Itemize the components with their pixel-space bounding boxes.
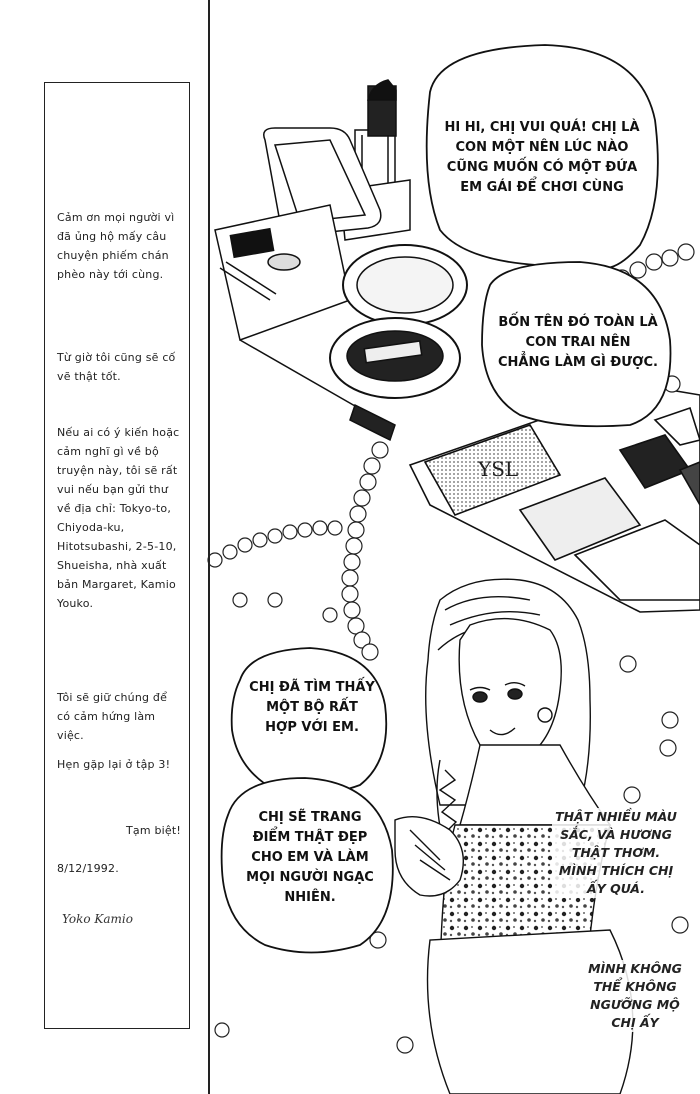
ysl-palette-icon: YSL xyxy=(408,384,700,613)
speech-bubble-top xyxy=(425,44,659,295)
note-paragraph-address: Nếu ai có ý kiến hoặc cảm nghĩ gì về bộ … xyxy=(57,426,180,610)
narration-first: THẬT NHIỀU MÀU SẮC, VÀ HƯƠNG THẬT THƠM. … xyxy=(552,808,680,898)
speech-bubble-left-upper xyxy=(230,647,388,795)
mascara-icon xyxy=(239,339,396,442)
bubble-text-top: HI HI, CHỊ VUI QUÁ! CHỊ LÀ CON MỘT NÊN L… xyxy=(444,120,640,195)
author-note-box: Cảm ơn mọi người vì đã ủng hộ mấy câu ch… xyxy=(44,82,190,1029)
note-paragraph-goodbye: Tạm biệt! xyxy=(125,824,181,837)
svg-text:YSL: YSL xyxy=(477,457,518,481)
bubble-text-middle: BỐN TÊN ĐÓ TOÀN LÀ CON TRAI NÊN CHẲNG LÀ… xyxy=(498,315,658,370)
woman-figure xyxy=(394,578,634,1094)
note-paragraph-promise: Từ giờ tôi cũng sẽ cố vẽ thật tốt. xyxy=(57,351,176,383)
bubble-text-left-lower: CHỊ SẼ TRANG ĐIỂM THẬT ĐẸP CHO EM VÀ LÀM… xyxy=(246,810,374,905)
author-signature: Yoko Kamio xyxy=(62,912,133,926)
speech-bubble-left-lower xyxy=(220,777,394,954)
speech-bubble-middle xyxy=(481,261,672,428)
narration-second: MÌNH KHÔNG THỂ KHÔNG NGƯỠNG MỘ CHỊ ẤY xyxy=(580,960,690,1032)
note-paragraph-see-you: Hẹn gặp lại ở tập 3! xyxy=(57,758,171,771)
note-date: 8/12/1992. xyxy=(57,862,119,875)
pearl-necklace-icon xyxy=(207,243,695,1054)
bubble-text-left-upper: CHỊ ĐÃ TÌM THẤY MỘT BỘ RẤT HỢP VỚI EM. xyxy=(249,680,375,735)
note-paragraph-inspiration: Tôi sẽ giữ chúng để có cảm hứng làm việc… xyxy=(57,691,168,742)
note-paragraph-thanks: Cảm ơn mọi người vì đã ủng hộ mấy câu ch… xyxy=(57,211,175,281)
compact-icon xyxy=(214,127,468,399)
panel-divider xyxy=(208,0,210,1094)
